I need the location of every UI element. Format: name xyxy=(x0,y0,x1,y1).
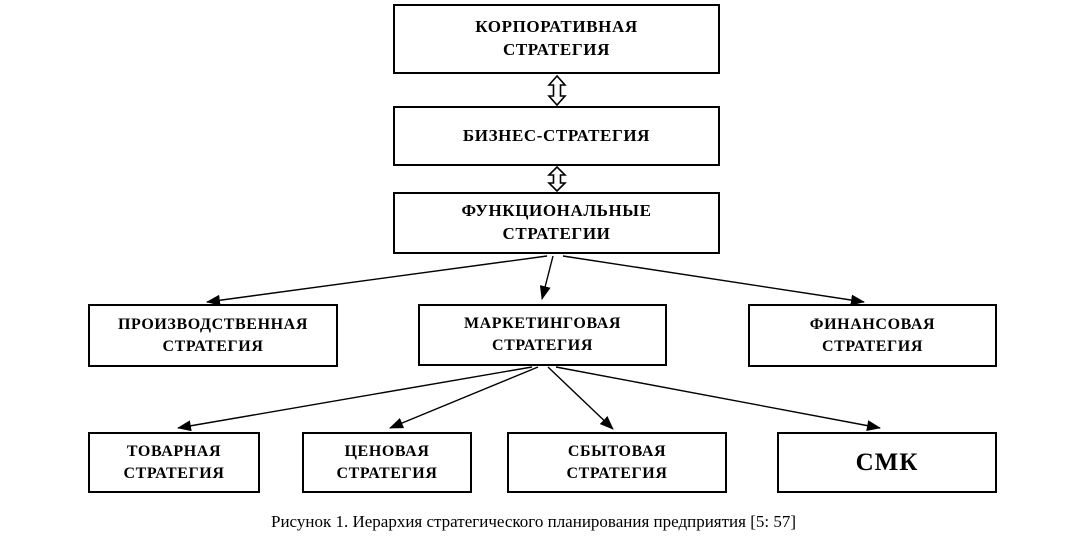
node-financial-strategy: ФИНАНСОВАЯ СТРАТЕГИЯ xyxy=(748,304,997,367)
node-marketing-strategy: МАРКЕТИНГОВАЯ СТРАТЕГИЯ xyxy=(418,304,667,366)
node-sales-strategy: СБЫТОВАЯ СТРАТЕГИЯ xyxy=(507,432,727,493)
double-arrow-business-functional xyxy=(547,165,567,193)
node-smk-label: СМК xyxy=(855,448,919,476)
node-smk: СМК xyxy=(777,432,997,493)
node-financial-strategy-label: ФИНАНСОВАЯ СТРАТЕГИЯ xyxy=(809,315,936,355)
arrow-marketing-to-product xyxy=(177,366,533,432)
node-sales-strategy-label: СБЫТОВАЯ СТРАТЕГИЯ xyxy=(566,442,668,482)
node-corporate-strategy: КОРПОРАТИВНАЯ СТРАТЕГИЯ xyxy=(393,4,720,74)
node-marketing-strategy-label: МАРКЕТИНГОВАЯ СТРАТЕГИЯ xyxy=(463,315,622,354)
node-pricing-strategy: ЦЕНОВАЯ СТРАТЕГИЯ xyxy=(302,432,472,493)
node-functional-strategies: ФУНКЦИОНАЛЬНЫЕ СТРАТЕГИИ xyxy=(393,192,720,254)
node-production-strategy: ПРОИЗВОДСТВЕННАЯ СТРАТЕГИЯ xyxy=(88,304,338,367)
double-arrow-corporate-business xyxy=(547,74,567,107)
figure-caption: Рисунок 1. Иерархия стратегического план… xyxy=(270,512,797,531)
node-production-strategy-label: ПРОИЗВОДСТВЕННАЯ СТРАТЕГИЯ xyxy=(118,315,308,355)
arrow-marketing-to-sales xyxy=(547,366,614,430)
node-business-strategy-label: БИЗНЕС-СТРАТЕГИЯ xyxy=(462,125,651,145)
node-functional-strategies-label: ФУНКЦИОНАЛЬНЫЕ СТРАТЕГИИ xyxy=(461,201,652,243)
node-product-strategy-label: ТОВАРНАЯ СТРАТЕГИЯ xyxy=(123,442,225,482)
arrow-marketing-to-smk xyxy=(555,366,881,431)
node-product-strategy: ТОВАРНАЯ СТРАТЕГИЯ xyxy=(88,432,260,493)
arrow-marketing-to-pricing xyxy=(389,366,539,429)
arrow-functional-to-marketing xyxy=(539,255,554,300)
arrow-functional-to-financial xyxy=(562,255,865,306)
node-business-strategy: БИЗНЕС-СТРАТЕГИЯ xyxy=(393,106,720,166)
node-pricing-strategy-label: ЦЕНОВАЯ СТРАТЕГИЯ xyxy=(336,442,438,482)
arrow-functional-to-production xyxy=(206,255,548,306)
node-corporate-strategy-label: КОРПОРАТИВНАЯ СТРАТЕГИЯ xyxy=(475,17,638,59)
